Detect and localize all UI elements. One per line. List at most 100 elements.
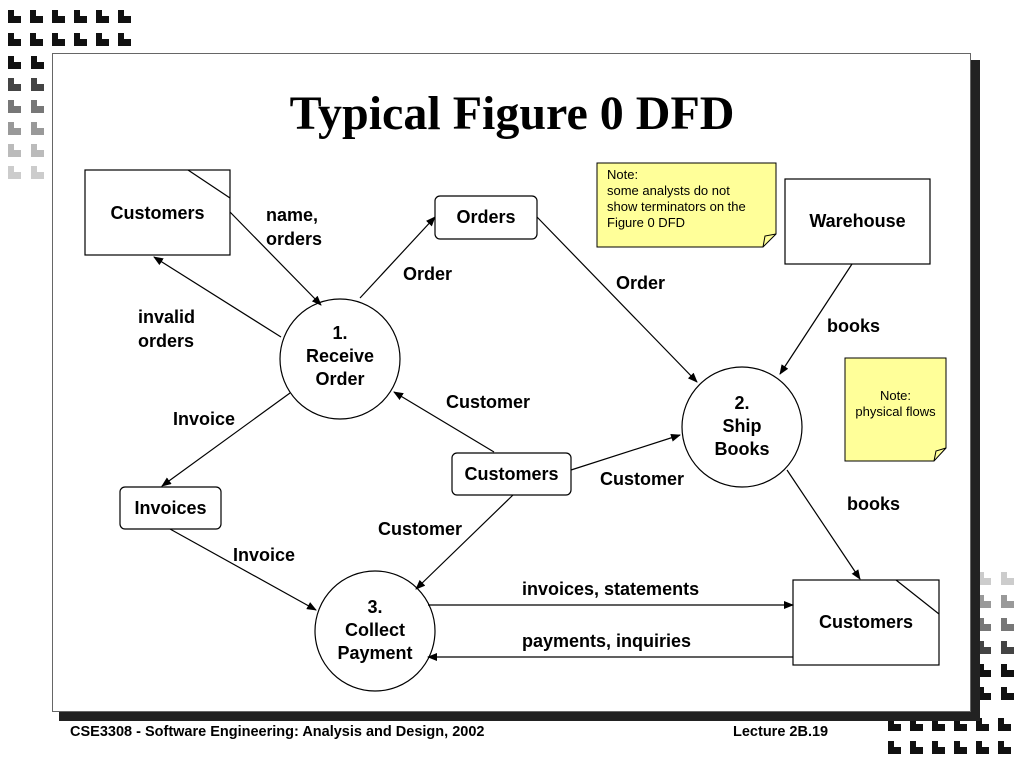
decorative-square — [932, 718, 945, 731]
decorative-square — [52, 33, 65, 46]
decorative-squares-top-left — [8, 10, 131, 179]
process-collect-payment — [314, 570, 436, 692]
decorative-square — [8, 78, 21, 91]
decorative-square — [888, 741, 901, 754]
note-terminators — [596, 162, 777, 248]
flow-invalid-orders — [153, 256, 282, 338]
footer-course: CSE3308 - Software Engineering: Analysis… — [70, 724, 485, 740]
decorative-square — [8, 166, 21, 179]
flow-label-invoices-statements: invoices, statements — [522, 579, 700, 599]
decorative-square — [978, 572, 991, 585]
flow-books-in — [779, 263, 853, 375]
flow-label-invoice-to-collect: Invoice — [233, 545, 296, 565]
flow-label-line: orders — [266, 229, 323, 249]
flow-name-orders — [229, 211, 322, 306]
decorative-square — [1001, 618, 1014, 631]
decorative-square — [96, 33, 109, 46]
decorative-square — [910, 718, 923, 731]
decorative-square — [1001, 572, 1014, 585]
decorative-square — [31, 122, 44, 135]
note-line: some analysts do not — [607, 183, 730, 198]
decorative-square — [978, 687, 991, 700]
decorative-square — [998, 718, 1011, 731]
flow-label-line: name, — [266, 205, 319, 225]
decorative-square — [31, 78, 44, 91]
decorative-square — [1001, 687, 1014, 700]
decorative-square — [30, 33, 43, 46]
flow-order-to-ship — [536, 216, 698, 383]
flow-invoice-to-store — [161, 392, 291, 487]
flow-label-customer-to-ship: Customer — [600, 469, 685, 489]
flow-label-books-in: books — [827, 316, 881, 336]
decorative-square — [118, 10, 131, 23]
process-name-line: Payment — [337, 643, 413, 663]
store-invoices-label: Invoices — [134, 497, 207, 518]
flow-customer-to-ship — [570, 433, 681, 471]
process-name-line: Collect — [344, 620, 405, 640]
note-physical-flows — [844, 357, 947, 462]
flow-label-customer-to-receive: Customer — [446, 392, 531, 412]
process-number: 1. — [332, 323, 348, 343]
decorative-square — [8, 10, 21, 23]
store-customers-label: Customers — [464, 463, 559, 484]
slide-title: Typical Figure 0 DFD — [289, 87, 735, 140]
process-number: 3. — [367, 597, 383, 617]
process-number: 2. — [734, 393, 750, 413]
process-receive-order-label: 1. Receive Order — [280, 322, 400, 391]
decorative-square — [998, 741, 1011, 754]
decorative-square — [954, 741, 967, 754]
flow-label-name-orders: name, orders — [266, 203, 322, 251]
decorative-square — [31, 144, 44, 157]
flow-label-invalid-orders: invalid orders — [138, 305, 195, 353]
decorative-square — [8, 144, 21, 157]
note-physical-flows-text: Note: physical flows — [845, 388, 946, 420]
store-customers — [451, 452, 572, 496]
decorative-square — [52, 10, 65, 23]
terminator-warehouse — [784, 178, 931, 265]
note-line: Note: — [607, 167, 639, 182]
flow-label-invoice-to-store: Invoice — [173, 409, 236, 429]
process-name-line: Receive — [305, 346, 375, 366]
flow-label-order-to-ship: Order — [616, 273, 666, 293]
decorative-square — [1001, 664, 1014, 677]
decorative-square — [954, 718, 967, 731]
terminator-customers-top-label: Customers — [110, 203, 205, 223]
flow-invoice-to-collect — [169, 528, 317, 611]
flow-label-payments-inquiries: payments, inquiries — [522, 631, 692, 651]
note-line: Figure 0 DFD — [607, 215, 686, 230]
decorative-square — [978, 664, 991, 677]
decorative-square — [96, 10, 109, 23]
process-name-line: Order — [315, 369, 365, 389]
flow-order-to-store — [359, 216, 436, 299]
decorative-square — [8, 100, 21, 113]
decorative-square — [978, 595, 991, 608]
flow-label-line: orders — [138, 331, 195, 351]
terminator-customers-top — [84, 169, 231, 256]
decorative-square — [118, 33, 131, 46]
process-ship-books — [681, 366, 803, 488]
process-collect-payment-label: 3. Collect Payment — [315, 596, 435, 665]
decorative-square — [976, 718, 989, 731]
process-name-line: Books — [714, 439, 770, 459]
decorative-square — [978, 618, 991, 631]
terminator-warehouse-label: Warehouse — [809, 211, 906, 231]
decorative-square — [8, 122, 21, 135]
decorative-square — [1001, 641, 1014, 654]
footer-lecture-number: Lecture 2B.19 — [733, 724, 829, 740]
decorative-square — [976, 741, 989, 754]
decorative-square — [978, 641, 991, 654]
decorative-square — [8, 56, 21, 69]
decorative-square — [30, 10, 43, 23]
flow-customer-to-receive — [393, 391, 495, 453]
decorative-square — [31, 166, 44, 179]
flow-customer-to-collect — [415, 494, 514, 590]
flow-label-line: invalid — [138, 307, 196, 327]
note-line: Note: — [879, 388, 912, 403]
decorative-squares-bottom-right — [888, 572, 1014, 754]
terminator-customers-right — [792, 579, 940, 666]
decorative-square — [74, 10, 87, 23]
note-line: physical flows — [855, 404, 936, 419]
flow-label-customer-to-collect: Customer — [378, 519, 463, 539]
decorative-square — [1001, 595, 1014, 608]
